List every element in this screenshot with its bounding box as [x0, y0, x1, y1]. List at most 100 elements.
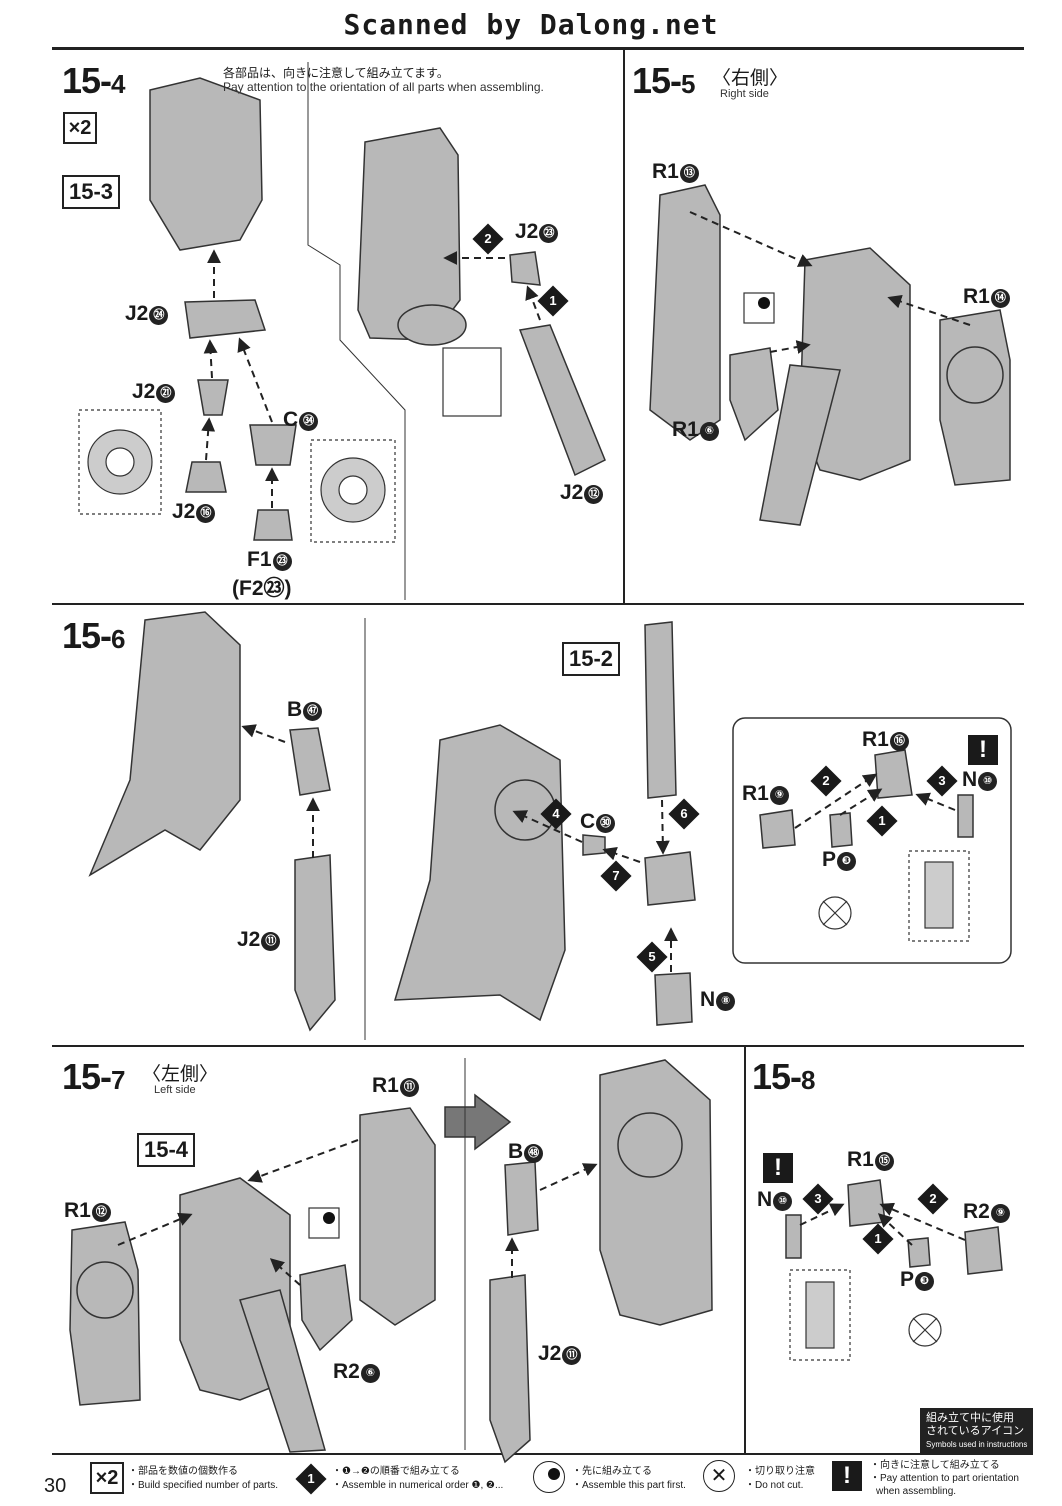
part-side-r1-11 [359, 1107, 436, 1326]
legend-do-not-cut-jp: ・切り取り注意 [745, 1466, 815, 1477]
label-f2-23: (F2㉓) [232, 577, 292, 600]
part-leg-assembly-e-ring [617, 1112, 683, 1178]
part-thruster-f1-23 [253, 509, 293, 541]
part-strut-b [759, 364, 841, 526]
part-side-r1-13 [649, 184, 721, 441]
legend-do-not-cut-en: ・Do not cut. [745, 1480, 804, 1491]
step-4-s6: 4 [540, 798, 572, 830]
orientation-note-jp: 各部品は、向きに注意して組み立てます。 [223, 66, 449, 80]
scanner-banner: Scanned by Dalong.net [343, 8, 719, 41]
orientation-note-en: Pay attention to the orientation of all … [223, 80, 544, 94]
part-strut-j2-12 [518, 324, 606, 477]
legend-assemble-first-icon [533, 1461, 565, 1493]
legend-order-icon: 1 [295, 1463, 327, 1495]
part-shoulder-block-a [149, 77, 263, 251]
part-socket-r2-9 [964, 1226, 1003, 1275]
assemble-first-mark-b [308, 1207, 340, 1239]
inset-nozzle-left [78, 409, 162, 515]
part-blade-j2-11 [294, 854, 336, 1032]
arrow-block [444, 1093, 512, 1151]
part-pin-c30 [582, 834, 606, 856]
section-15-7-number: 15-7 [62, 1056, 126, 1097]
part-plug-p3 [829, 812, 853, 848]
step-1-s4: 1 [537, 285, 569, 317]
legend-assemble-first-jp: ・先に組み立てる [572, 1466, 652, 1477]
inset-cap-detail [442, 347, 502, 417]
legend-orientation-en: ・Pay attention to part orientation [870, 1473, 1019, 1484]
step-6-s6: 6 [668, 798, 700, 830]
part-leg-assembly-c [88, 611, 241, 877]
part-cover-r1-14-ring [946, 346, 1004, 404]
part-thruster-j2-16 [185, 461, 227, 493]
part-plug-p3-b [907, 1237, 931, 1268]
step-1-s6: 1 [866, 805, 898, 837]
orientation-warning-icon-s6: ! [968, 735, 998, 765]
orientation-warning-icon-s8: ! [763, 1153, 793, 1183]
build-count-badge: ×2 [63, 112, 97, 144]
legend-order-en: ・Assemble in numerical order ❶, ❷... [332, 1480, 504, 1491]
ref-15-2: 15-2 [562, 642, 621, 676]
legend-assemble-first-en: ・Assemble this part first. [572, 1480, 686, 1491]
section-15-4-number: 15-4 [62, 60, 126, 101]
legend-build-count-icon: ×2 [90, 1462, 124, 1494]
part-rod-15-2 [644, 621, 677, 799]
divider-col1 [623, 50, 625, 603]
part-armor-b48 [504, 1161, 539, 1236]
section-15-8-number: 15-8 [752, 1056, 816, 1097]
legend-orientation-icon: ! [832, 1461, 862, 1491]
page-number: 30 [44, 1475, 67, 1497]
step-5-s6: 5 [636, 941, 668, 973]
step-1-s8: 1 [862, 1223, 894, 1255]
legend-do-not-cut-icon: ✕ [703, 1460, 735, 1492]
part-socket-r1-9 [759, 809, 796, 849]
step-2-s6: 2 [810, 765, 842, 797]
step-7-s6: 7 [600, 860, 632, 892]
divider-row3 [52, 1453, 1024, 1455]
part-leg-assembly-d [393, 724, 566, 1022]
part-strut-c [239, 1289, 326, 1453]
inset-clip-detail-b [789, 1269, 851, 1361]
section-15-6-number: 15-6 [62, 615, 126, 656]
legend-build-count-en: ・Build specified number of parts. [128, 1480, 279, 1491]
assemble-first-mark-a [743, 292, 775, 324]
inset-frame-15-6 [732, 717, 1012, 964]
part-leg-block-a-nozzle [397, 304, 467, 346]
legend-orientation-en2: when assembling. [876, 1486, 957, 1497]
symbols-legend-title: 組み立て中に使用 されているアイコン Symbols used in instr… [920, 1408, 1034, 1455]
part-socket-r1-16 [874, 749, 913, 799]
divider-row2 [52, 1045, 1024, 1047]
part-peg-n10-a [957, 794, 974, 838]
part-thruster-c34 [249, 424, 297, 466]
divider-col2 [744, 1047, 746, 1453]
right-side-jp: 〈右側〉 [712, 68, 789, 89]
part-bracket-r1-6 [729, 347, 779, 442]
step-2-s4: 2 [472, 223, 504, 255]
part-socket-r1-15 [847, 1179, 886, 1227]
legend-order-jp: ・❶→❷の順番で組み立てる [332, 1466, 460, 1477]
